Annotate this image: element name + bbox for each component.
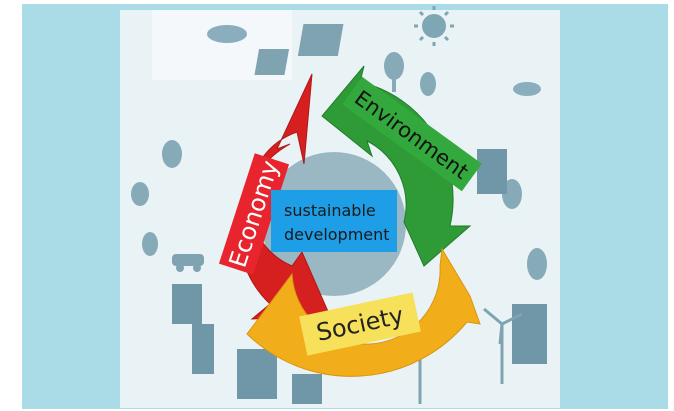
center-box [271,190,397,252]
sustainability-diagram: Economy Environment Society sustainable … [120,6,560,408]
sun-icon [414,6,454,46]
center-label-line1: sustainable [284,201,376,220]
center-label-line2: development [284,225,390,244]
building-icon [172,149,547,404]
solar-panel-icon [254,24,344,75]
car-icon [172,254,204,272]
tree-icon [131,52,547,280]
diagram-frame: Economy Environment Society sustainable … [22,4,668,409]
cloud-icon [207,25,247,43]
cloud-icon [513,82,541,96]
